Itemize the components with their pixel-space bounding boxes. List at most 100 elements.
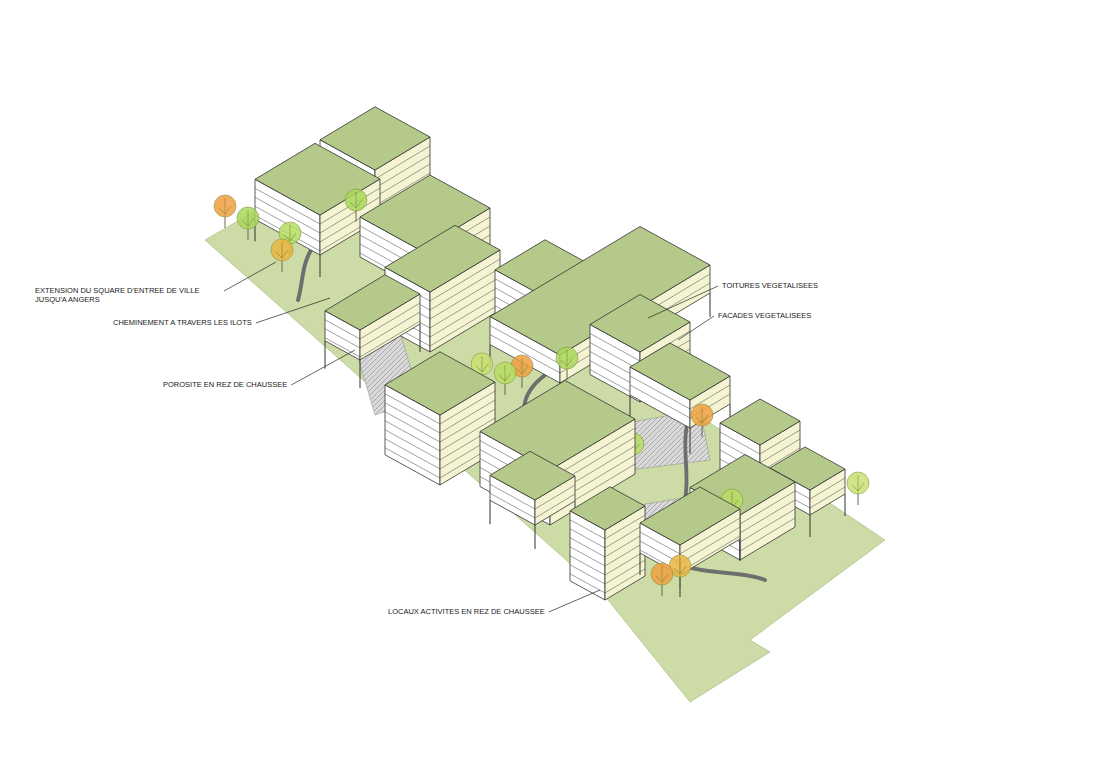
piloti	[640, 553, 641, 575]
green-roof	[325, 275, 420, 330]
callout-label: TOITURES VEGETALISEES	[722, 281, 818, 290]
callout-label: CHEMINEMENT A TRAVERS LES ILOTS	[113, 318, 252, 327]
floor-line	[605, 560, 645, 584]
floor-line	[740, 509, 795, 542]
tree-crown	[494, 362, 516, 384]
tree	[494, 362, 516, 395]
tree	[691, 404, 713, 437]
leader-line	[224, 262, 276, 291]
tree-branches	[242, 210, 254, 226]
leader-line	[291, 350, 355, 385]
building-block	[640, 487, 740, 597]
tree-crown	[214, 195, 236, 217]
tree-branches	[656, 566, 668, 582]
floor-line	[570, 565, 605, 584]
piloti	[680, 575, 681, 597]
floor-line	[430, 304, 500, 346]
piloti	[690, 428, 691, 454]
floor-line	[605, 569, 645, 593]
piloti	[845, 494, 846, 516]
piloti	[710, 293, 711, 317]
piloti	[810, 515, 811, 537]
building-block	[490, 451, 575, 549]
green-roof	[630, 343, 730, 400]
green-roof	[570, 487, 645, 530]
green-roof	[640, 487, 740, 545]
leader-line	[678, 316, 714, 340]
tree-branches	[350, 192, 362, 208]
floor-line	[605, 524, 645, 548]
piloti	[490, 500, 491, 524]
green-roof	[590, 295, 690, 353]
piloti	[740, 539, 741, 561]
callout-label: POROSITE EN REZ DE CHAUSSEE	[163, 380, 287, 389]
green-roof	[385, 352, 495, 415]
building-block	[325, 275, 420, 388]
tree	[271, 239, 293, 272]
tree-branches	[476, 356, 488, 372]
tree-crown	[271, 239, 293, 261]
tree	[556, 347, 578, 380]
callout-label: FACADES VEGETALISEES	[718, 311, 811, 320]
building-block	[570, 487, 645, 600]
floor-line	[325, 329, 360, 348]
tree-branches	[276, 242, 288, 258]
green-roof	[490, 451, 575, 500]
leader-line	[549, 590, 600, 612]
tree	[237, 207, 259, 240]
floor-line	[535, 494, 575, 518]
piloti	[535, 525, 536, 549]
tree	[651, 563, 673, 596]
floor-line	[740, 518, 795, 551]
tree-crown	[847, 472, 869, 494]
floor-line	[570, 556, 605, 575]
floor-line	[605, 551, 645, 575]
tree-crown	[237, 207, 259, 229]
tree-crown	[651, 563, 673, 585]
tree-branches	[561, 350, 573, 366]
piloti	[420, 324, 421, 352]
floor-line	[810, 487, 845, 508]
piloti	[320, 255, 321, 277]
floor-line	[430, 286, 500, 328]
floor-line	[570, 529, 605, 548]
tree-branches	[219, 198, 231, 214]
tree	[214, 195, 236, 228]
ground-plane	[205, 168, 885, 702]
piloti	[325, 341, 326, 369]
tree-branches	[696, 407, 708, 423]
tree-branches	[284, 225, 296, 241]
green-roof	[385, 225, 500, 292]
tree	[847, 472, 869, 505]
callout-label: EXTENSION DU SQUARE D'ENTREE DE VILLE JU…	[35, 286, 220, 304]
tree-branches	[516, 358, 528, 374]
floor-line	[490, 493, 535, 518]
leader-line	[256, 298, 330, 323]
building-block	[630, 343, 730, 454]
tree-crown	[691, 404, 713, 426]
floor-line	[385, 412, 440, 442]
green-roof	[480, 381, 635, 471]
tree-crown	[556, 347, 578, 369]
green-roof	[255, 143, 380, 215]
tree-crown	[345, 189, 367, 211]
tree-branches	[852, 475, 864, 491]
floor-line	[605, 542, 645, 566]
green-roof	[720, 399, 800, 445]
leader-line	[648, 286, 718, 318]
floor-line	[385, 439, 440, 469]
floor-line	[570, 547, 605, 566]
tree-branches	[499, 365, 511, 381]
floor-line	[385, 430, 440, 460]
building-block	[385, 352, 495, 485]
tree-branches	[674, 558, 686, 574]
piloti	[360, 360, 361, 388]
floor-line	[385, 421, 440, 451]
floor-line	[385, 448, 440, 478]
floor-line	[430, 295, 500, 337]
callout-label: LOCAUX ACTIVITES EN REZ DE CHAUSSEE	[388, 607, 545, 616]
floor-line	[360, 321, 420, 357]
floor-line	[325, 338, 360, 357]
